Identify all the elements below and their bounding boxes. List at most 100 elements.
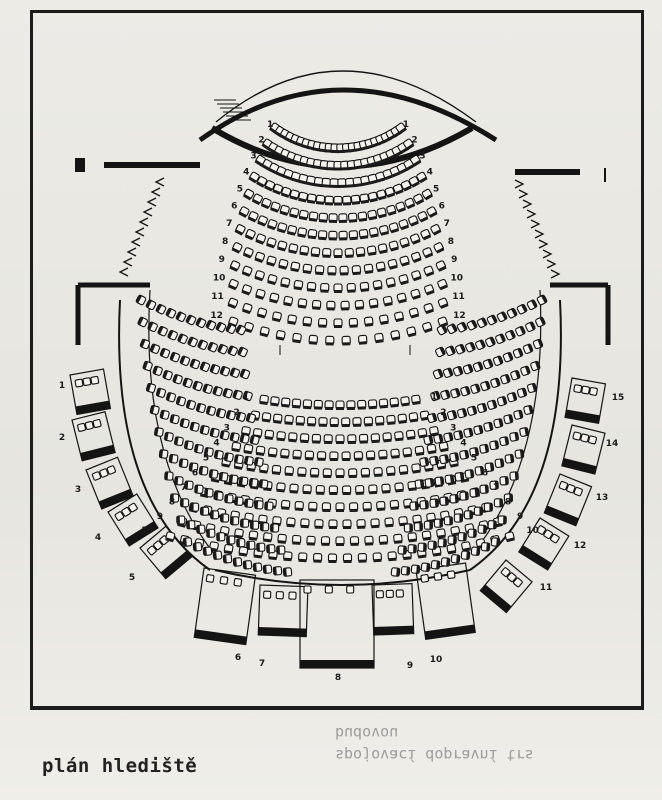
seat-back	[276, 228, 286, 234]
seat-back	[260, 522, 264, 531]
seat	[244, 498, 254, 508]
seat-back	[294, 507, 304, 511]
seat	[341, 417, 351, 428]
seat	[298, 552, 308, 563]
seat	[483, 421, 494, 432]
seat	[509, 471, 519, 481]
seat	[515, 325, 526, 337]
seat-back	[398, 298, 407, 304]
seat	[335, 468, 345, 478]
box-seat	[74, 378, 84, 388]
seat	[439, 496, 449, 506]
seat	[335, 434, 345, 444]
seat-back	[501, 311, 508, 320]
seat-back	[254, 159, 263, 167]
seat	[288, 432, 298, 443]
seat	[351, 265, 362, 276]
seat-back	[324, 202, 334, 206]
seat	[182, 537, 193, 547]
seat	[449, 494, 459, 504]
seat	[378, 449, 388, 460]
seat	[466, 319, 478, 331]
seat-back	[222, 388, 229, 397]
seat	[317, 230, 328, 241]
seat	[433, 518, 443, 528]
lower-row-label-right: 2	[440, 408, 446, 418]
seat	[386, 414, 396, 425]
seat-back	[269, 298, 278, 304]
seat-back	[504, 476, 509, 485]
seat	[399, 255, 410, 267]
lower-row-label-left: 3	[224, 423, 230, 433]
seat-back	[371, 524, 380, 529]
box-seat	[92, 419, 102, 429]
seat-back	[321, 184, 331, 188]
seat	[512, 347, 524, 359]
seat	[372, 279, 383, 291]
seat	[255, 288, 266, 300]
seat-back	[537, 338, 544, 348]
seat	[357, 552, 368, 563]
seat	[267, 274, 278, 286]
seat-back	[519, 325, 526, 335]
seat	[386, 204, 397, 216]
seat	[506, 307, 518, 319]
seat-back	[327, 272, 336, 276]
seat	[254, 270, 265, 282]
seat	[499, 436, 509, 447]
seat-back	[264, 435, 274, 440]
seat	[514, 449, 525, 459]
seat-back	[231, 447, 240, 453]
seat-back	[310, 474, 319, 478]
box-outline	[139, 525, 193, 580]
seat-back	[348, 219, 358, 223]
box-front	[194, 629, 247, 645]
seat	[485, 336, 496, 348]
seat-back	[415, 451, 425, 457]
seat	[200, 506, 210, 516]
seat-back	[446, 558, 450, 567]
seat	[442, 367, 454, 378]
bottom-box-label: 9	[407, 661, 413, 671]
seat	[493, 498, 503, 508]
box-seat	[433, 572, 443, 581]
seat	[266, 219, 278, 231]
seat	[333, 318, 343, 328]
seat-back	[264, 501, 269, 510]
seat-back	[315, 201, 325, 205]
seat	[283, 295, 294, 307]
seat-back	[464, 386, 471, 395]
seat-back	[175, 311, 182, 320]
seat-back	[255, 451, 265, 457]
seat	[267, 447, 278, 458]
seat	[235, 324, 247, 336]
seat	[218, 472, 229, 482]
box-outline	[543, 473, 593, 527]
seat	[373, 467, 383, 478]
seat	[216, 532, 226, 542]
seat	[300, 518, 310, 529]
seat-back	[419, 479, 424, 488]
seat-back	[432, 552, 442, 557]
seat	[348, 230, 359, 241]
seat-back	[233, 558, 237, 567]
stair-step-left	[146, 197, 157, 207]
box-seat	[581, 385, 590, 395]
seat	[226, 535, 236, 545]
seat-back	[286, 523, 295, 528]
seat	[375, 415, 385, 426]
seat-back	[263, 565, 267, 574]
seat-back	[167, 329, 174, 339]
seat-back	[406, 566, 410, 576]
seat	[396, 292, 407, 304]
seat-back	[449, 345, 456, 355]
seat-back	[477, 361, 484, 371]
seat	[463, 510, 473, 520]
seat	[482, 358, 494, 370]
seat	[229, 260, 241, 272]
seat	[328, 519, 338, 530]
seat-back	[149, 405, 155, 414]
seat-back	[380, 320, 389, 325]
seat	[535, 316, 546, 328]
seat	[209, 427, 220, 438]
